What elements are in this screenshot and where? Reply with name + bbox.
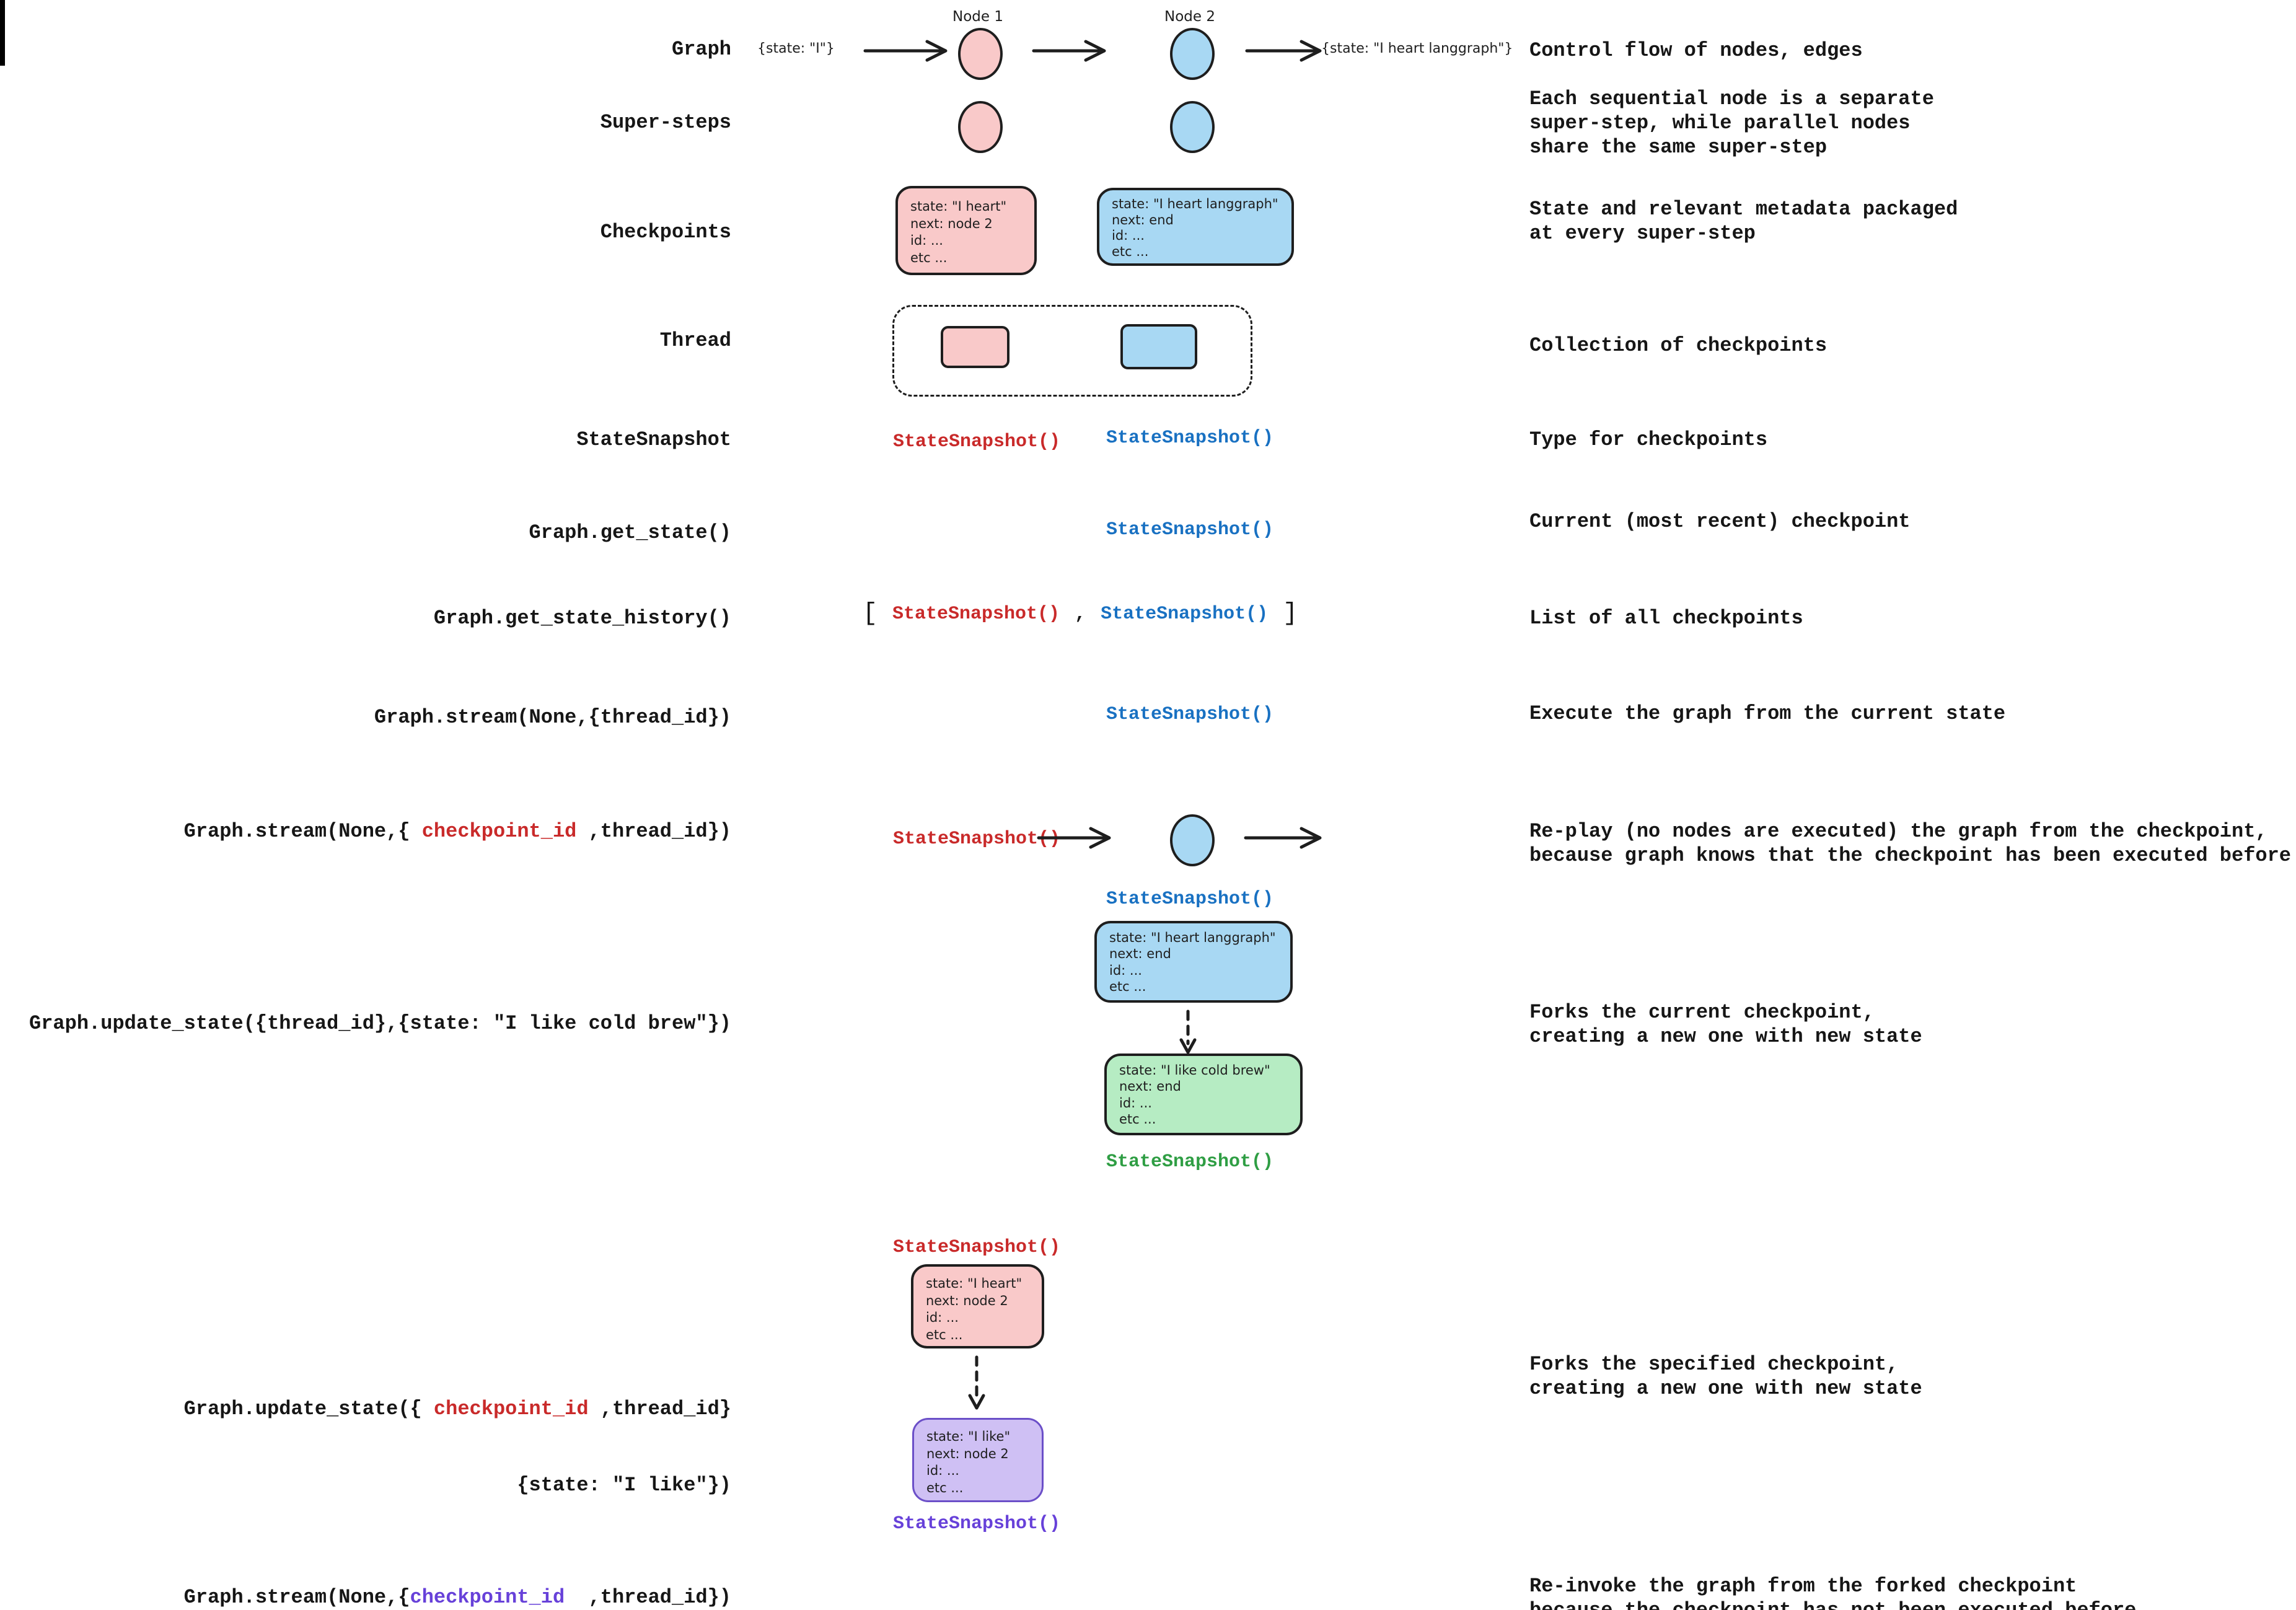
row-label-get-state: Graph.get_state() xyxy=(529,521,731,544)
replay-label-checkpoint-id: checkpoint_id xyxy=(421,820,577,843)
get-state-snapshot-blue: StateSnapshot() xyxy=(1106,519,1274,540)
fork-specified-purple-box: state: "I like" next: node 2 id: ... etc… xyxy=(912,1418,1044,1502)
fork-specified-snapshot-red: StateSnapshot() xyxy=(892,1237,1061,1258)
row-label-graph: Graph xyxy=(671,38,731,61)
fork-specified-label-checkpoint-id: checkpoint_id xyxy=(433,1397,589,1420)
row-label-get-state-history: Graph.get_state_history() xyxy=(433,607,731,630)
row-label-supersteps: Super-steps xyxy=(600,111,731,134)
replay-node-circle xyxy=(1170,814,1215,866)
bracket-open: [ xyxy=(863,600,878,628)
desc-supersteps: Each sequential node is a separate super… xyxy=(1529,87,1934,159)
arrow-right-icon xyxy=(863,40,948,62)
arrow-right-icon xyxy=(1037,827,1111,849)
desc-graph: Control flow of nodes, edges xyxy=(1529,39,1863,62)
row-label-replay: Graph.stream(None,{ checkpoint_id ,threa… xyxy=(184,819,731,845)
row-label-thread: Thread xyxy=(659,329,731,352)
statesnapshot-red: StateSnapshot() xyxy=(892,431,1061,452)
fork-current-green-box: state: "I like cold brew" next: end id: … xyxy=(1104,1054,1303,1135)
row-label-fork-specified: Graph.update_state({ checkpoint_id ,thre… xyxy=(184,1346,731,1549)
arrow-right-icon xyxy=(1244,827,1322,849)
superstep-circle-blue xyxy=(1170,101,1215,153)
fork-specified-label-line2: {state: "I like"}) xyxy=(517,1473,731,1497)
history-snapshot-blue: StateSnapshot() xyxy=(1101,603,1269,625)
fork-specified-label-pre: Graph.update_state({ xyxy=(183,1397,434,1420)
graph-input-state: {state: "I"} xyxy=(757,41,835,56)
checkpoint-box-blue: state: "I heart langgraph" next: end id:… xyxy=(1097,188,1294,266)
graph-output-state: {state: "I heart langgraph"} xyxy=(1321,41,1513,56)
stream-snapshot-blue: StateSnapshot() xyxy=(1106,704,1274,725)
statesnapshot-blue: StateSnapshot() xyxy=(1106,428,1274,449)
row-label-stream-current: Graph.stream(None,{thread_id}) xyxy=(374,706,731,729)
superstep-circle-pink xyxy=(958,101,1003,153)
fork-specified-label-post: ,thread_id} xyxy=(588,1397,731,1420)
arrow-right-icon xyxy=(1245,40,1322,62)
screen-edge-artifact xyxy=(0,0,5,66)
row-label-statesnapshot: StateSnapshot xyxy=(576,428,731,451)
desc-statesnapshot: Type for checkpoints xyxy=(1529,428,1768,451)
history-comma: , xyxy=(1075,603,1086,625)
thread-dashed-container xyxy=(892,305,1252,397)
reinvoke-label-checkpoint-id: checkpoint_id xyxy=(410,1586,565,1609)
history-snapshot-red: StateSnapshot() xyxy=(892,603,1060,625)
desc-checkpoints: State and relevant metadata packaged at … xyxy=(1529,198,1958,245)
desc-reinvoke: Re-invoke the graph from the forked chec… xyxy=(1529,1575,2136,1610)
fork-current-snapshot-green: StateSnapshot() xyxy=(1106,1151,1274,1172)
desc-fork-specified: Forks the specified checkpoint, creating… xyxy=(1529,1353,1922,1401)
arrow-right-icon xyxy=(1032,40,1106,62)
fork-specified-pink-box: state: "I heart" next: node 2 id: ... et… xyxy=(911,1264,1044,1348)
node1-label: Node 1 xyxy=(952,9,1003,25)
desc-get-state-history: List of all checkpoints xyxy=(1529,607,1803,630)
fork-specified-label-line1: Graph.update_state({ checkpoint_id ,thre… xyxy=(184,1397,731,1422)
fork-specified-snapshot-purple: StateSnapshot() xyxy=(892,1513,1061,1534)
reinvoke-label-post: ,thread_id}) xyxy=(565,1586,731,1609)
checkpoint-box-pink: state: "I heart" next: node 2 id: ... et… xyxy=(895,186,1037,275)
reinvoke-label-pre: Graph.stream(None,{ xyxy=(183,1586,410,1609)
desc-fork-current: Forks the current checkpoint, creating a… xyxy=(1529,1001,1922,1049)
desc-replay: Re-play (no nodes are executed) the grap… xyxy=(1529,820,2291,868)
dashed-arrow-down-icon xyxy=(968,1355,985,1410)
fork-current-snapshot-blue: StateSnapshot() xyxy=(1106,889,1274,910)
desc-get-state: Current (most recent) checkpoint xyxy=(1529,510,1911,533)
replay-label-pre: Graph.stream(None,{ xyxy=(183,820,422,843)
node1-circle xyxy=(958,28,1003,80)
node2-circle xyxy=(1170,28,1215,80)
replay-snapshot-red: StateSnapshot() xyxy=(892,829,1061,850)
state-history-list: [ StateSnapshot() , StateSnapshot() ] xyxy=(863,600,1298,628)
desc-thread: Collection of checkpoints xyxy=(1529,334,1828,357)
node2-label: Node 2 xyxy=(1164,9,1215,25)
fork-current-blue-box: state: "I heart langgraph" next: end id:… xyxy=(1094,921,1293,1003)
row-label-checkpoints: Checkpoints xyxy=(600,221,731,244)
thread-checkpoint-blue xyxy=(1120,324,1197,369)
row-label-fork-current: Graph.update_state({thread_id},{state: "… xyxy=(29,1012,731,1035)
row-label-reinvoke: Graph.stream(None,{checkpoint_id ,thread… xyxy=(184,1585,731,1610)
dashed-arrow-down-icon xyxy=(1179,1010,1197,1054)
replay-label-post: ,thread_id}) xyxy=(576,820,731,843)
desc-stream-current: Execute the graph from the current state xyxy=(1529,702,2006,725)
thread-checkpoint-pink xyxy=(941,326,1009,368)
bracket-close: ] xyxy=(1283,600,1298,628)
